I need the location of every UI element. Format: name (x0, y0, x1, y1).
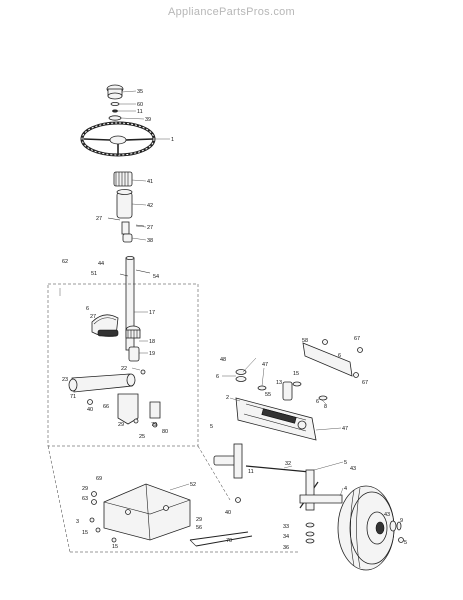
callout-labels: 35 60 11 39 1 41 42 27 27 38 44 51 54 62… (62, 89, 407, 551)
callout-33[interactable]: 33 (283, 524, 289, 530)
callout-47[interactable]: 47 (262, 362, 268, 368)
callout-44[interactable]: 44 (98, 261, 104, 267)
callout-6[interactable]: 6 (316, 399, 319, 405)
callout-15[interactable]: 15 (82, 530, 88, 536)
watermark: AppliancePartsPros.com (167, 6, 296, 18)
callout-35[interactable]: 35 (137, 89, 143, 95)
callout-5[interactable]: 5 (404, 540, 407, 546)
callout-36[interactable]: 36 (283, 545, 289, 551)
callout-55[interactable]: 55 (265, 392, 271, 398)
front-wheel[interactable] (337, 485, 395, 571)
support-bracket[interactable] (117, 393, 161, 425)
callout-40[interactable]: 40 (225, 510, 231, 516)
callout-22[interactable]: 22 (121, 366, 127, 372)
callout-1[interactable]: 1 (171, 137, 174, 143)
callout-27[interactable]: 27 (96, 216, 102, 222)
callout-6[interactable]: 6 (216, 374, 219, 380)
callout-58[interactable]: 58 (302, 338, 308, 344)
front-axle[interactable] (235, 397, 317, 441)
callout-79[interactable]: 79 (151, 422, 157, 428)
callout-80[interactable]: 80 (162, 429, 168, 435)
callout-67[interactable]: 67 (354, 336, 360, 342)
callout-15[interactable]: 15 (293, 371, 299, 377)
callout-27[interactable]: 27 (147, 225, 153, 231)
spindle-left[interactable] (213, 443, 243, 503)
callout-8[interactable]: 8 (324, 404, 327, 410)
callout-43[interactable]: 43 (384, 512, 390, 518)
cap-washers[interactable] (108, 102, 122, 121)
callout-13[interactable]: 13 (276, 380, 282, 386)
callout-38[interactable]: 38 (147, 238, 153, 244)
callout-62[interactable]: 62 (62, 259, 68, 265)
spline-adapter[interactable] (113, 171, 133, 187)
callout-42[interactable]: 42 (147, 203, 153, 209)
callout-9[interactable]: 9 (400, 518, 403, 524)
callout-23[interactable]: 23 (62, 377, 68, 383)
callout-18[interactable]: 18 (149, 339, 155, 345)
callout-6[interactable]: 6 (338, 353, 341, 359)
callout-15[interactable]: 15 (112, 544, 118, 550)
callout-70[interactable]: 70 (226, 538, 232, 544)
wheel-hardware[interactable] (389, 520, 404, 543)
callout-11[interactable]: 11 (137, 109, 143, 115)
callout-41[interactable]: 41 (147, 179, 153, 185)
pivot-bar[interactable] (68, 373, 136, 393)
callout-34[interactable]: 34 (283, 534, 289, 540)
callout-52[interactable]: 52 (190, 482, 196, 488)
steering-plate[interactable] (103, 483, 191, 541)
callout-25[interactable]: 25 (139, 434, 145, 440)
steering-cap[interactable] (106, 84, 124, 100)
callout-69[interactable]: 69 (96, 476, 102, 482)
callout-29[interactable]: 29 (118, 422, 124, 428)
callout-3[interactable]: 3 (76, 519, 79, 525)
callout-66[interactable]: 66 (103, 404, 109, 410)
callout-32[interactable]: 32 (285, 461, 291, 467)
callout-29[interactable]: 29 (196, 517, 202, 523)
spindle-right[interactable] (299, 469, 343, 544)
callout-5[interactable]: 5 (210, 424, 213, 430)
callout-60[interactable]: 60 (137, 102, 143, 108)
callout-39[interactable]: 39 (145, 117, 151, 123)
steering-wheel[interactable] (80, 121, 156, 157)
callout-5[interactable]: 5 (344, 460, 347, 466)
callout-11[interactable]: 11 (248, 469, 254, 475)
inset-hardware[interactable] (87, 369, 158, 428)
column-lower-parts[interactable] (107, 217, 145, 243)
callout-27[interactable]: 27 (90, 314, 96, 320)
steering-gear[interactable] (125, 325, 141, 362)
callout-40[interactable]: 40 (87, 407, 93, 413)
axle-bracket[interactable] (302, 339, 363, 378)
callout-4[interactable]: 4 (344, 486, 347, 492)
callout-67[interactable]: 67 (362, 380, 368, 386)
callout-47[interactable]: 47 (342, 426, 348, 432)
callout-29[interactable]: 29 (82, 486, 88, 492)
callout-6[interactable]: 6 (86, 306, 89, 312)
callout-63[interactable]: 63 (82, 496, 88, 502)
callout-17[interactable]: 17 (149, 310, 155, 316)
callout-54[interactable]: 54 (153, 274, 159, 280)
bracket-hardware[interactable] (89, 491, 117, 543)
callout-56[interactable]: 56 (196, 525, 202, 531)
callout-43[interactable]: 43 (350, 466, 356, 472)
upper-spindle-parts[interactable] (235, 369, 328, 401)
callout-51[interactable]: 51 (91, 271, 97, 277)
column-bushing[interactable] (116, 189, 133, 219)
callout-71[interactable]: 71 (70, 394, 76, 400)
callout-48[interactable]: 48 (220, 357, 226, 363)
tie-rod[interactable] (189, 531, 253, 547)
callout-2[interactable]: 2 (226, 395, 229, 401)
leader-lines (59, 90, 344, 497)
sector-gear[interactable] (91, 314, 119, 337)
callout-19[interactable]: 19 (149, 351, 155, 357)
